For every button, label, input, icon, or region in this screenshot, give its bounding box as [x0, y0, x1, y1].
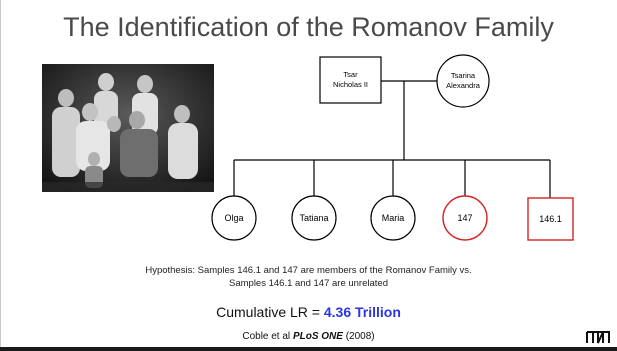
citation-journal: PLoS ONE	[292, 331, 343, 342]
child-tatiana-label: Tatiana	[299, 213, 328, 223]
cumulative-lr-value: 4.36 Trillion	[323, 304, 401, 320]
child-tatiana-circle	[291, 195, 337, 241]
hypothesis-line2: Samples 146.1 and 147 are unrelated	[229, 278, 388, 289]
child-147-circle	[442, 195, 488, 241]
mother-circle	[436, 54, 490, 108]
child-olga-label: Olga	[224, 213, 243, 223]
child-146-1-square	[527, 197, 574, 241]
hypothesis-text: Hypothesis: Samples 146.1 and 147 are me…	[0, 264, 617, 290]
mother-label-line2: Alexandra	[446, 81, 481, 90]
cumulative-lr-label: Cumulative LR =	[216, 304, 324, 320]
family-photo-image	[42, 64, 214, 192]
mother-label-line1: Tsarina	[451, 71, 476, 80]
child-146-1-label: 146.1	[539, 214, 562, 224]
slide-title: The Identification of the Romanov Family	[63, 12, 554, 42]
citation: Coble et al PLoS ONE (2008)	[0, 331, 617, 342]
family-photo	[42, 64, 214, 192]
child-147-label: 147	[457, 213, 472, 223]
citation-author: Coble et al	[242, 331, 293, 342]
cumulative-lr: Cumulative LR = 4.36 Trillion	[0, 304, 617, 320]
child-olga-circle	[211, 195, 257, 241]
slide-left-edge	[0, 0, 1, 351]
father-label-line1: Tsar	[343, 70, 358, 79]
child-maria-label: Maria	[382, 213, 405, 223]
child-maria-circle	[370, 195, 416, 241]
father-square	[319, 56, 382, 104]
slide-bottom-bar	[0, 347, 617, 351]
father-label-line2: Nicholas II	[333, 80, 368, 89]
nist-logo-icon	[586, 331, 610, 344]
citation-year: (2008)	[342, 331, 375, 342]
hypothesis-line1: Hypothesis: Samples 146.1 and 147 are me…	[145, 265, 472, 276]
